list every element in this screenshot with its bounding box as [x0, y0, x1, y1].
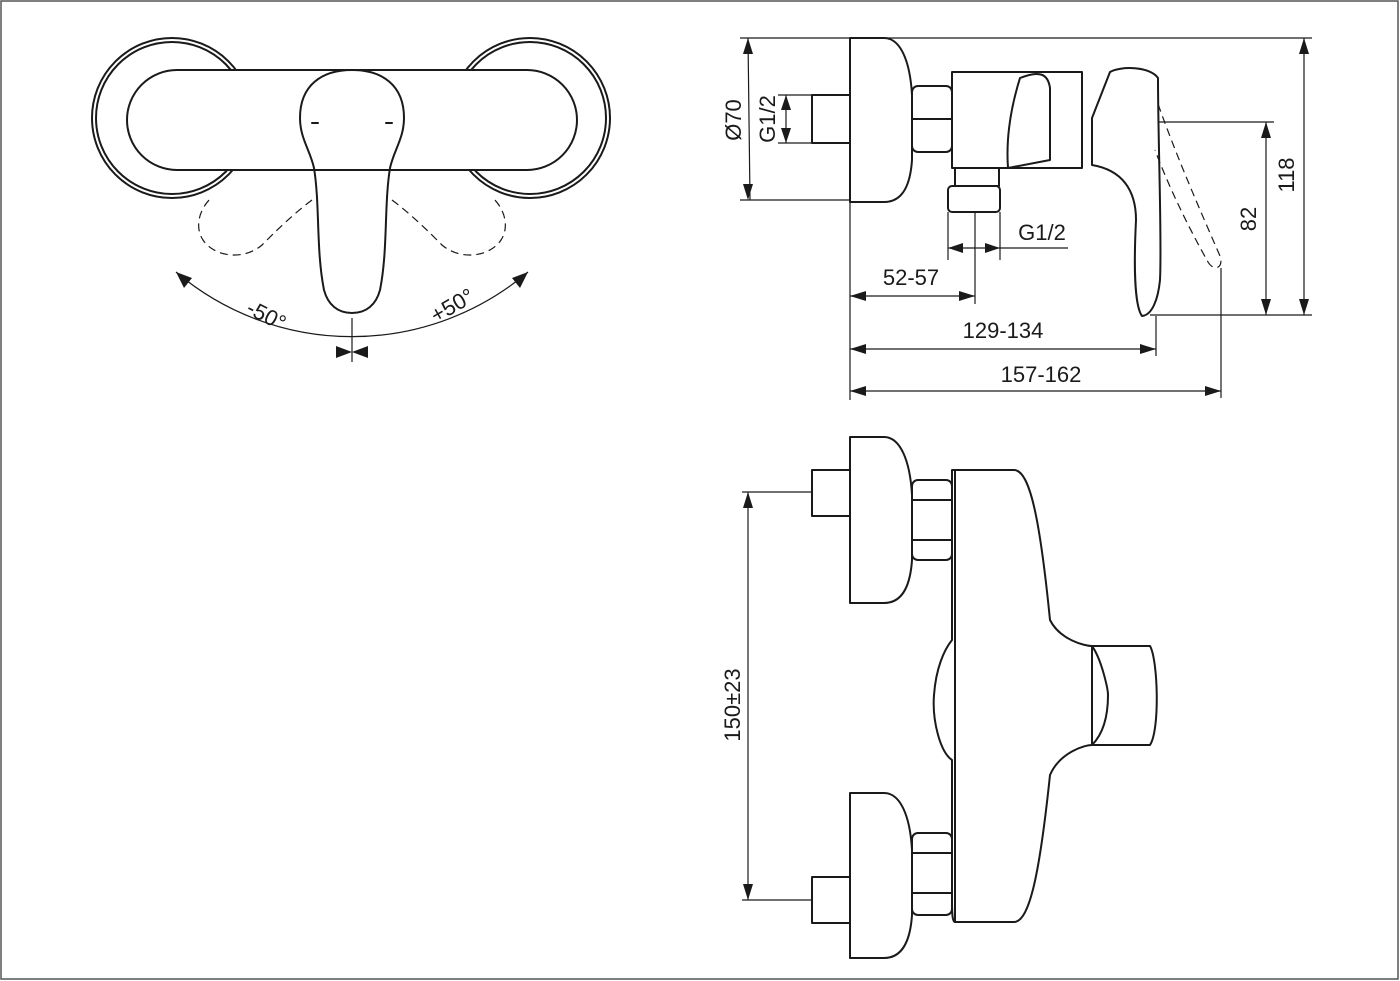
upper-rosette	[849, 436, 913, 604]
angle-right-label: +50°	[426, 283, 478, 328]
outlet-nut	[947, 185, 1001, 213]
lower-inlet-stub	[811, 876, 851, 924]
side-lever	[1091, 67, 1162, 317]
height-lever-label: 82	[1236, 207, 1261, 231]
depth-body-label: 129-134	[963, 318, 1044, 343]
lever-top	[299, 69, 405, 314]
outlet-thread-label: G1/2	[1018, 220, 1066, 245]
angle-left-label: -50°	[243, 295, 291, 336]
height-total-label: 118	[1274, 157, 1299, 192]
side-lever-ghost	[1154, 103, 1222, 269]
top-view: -50° +50°	[91, 37, 611, 362]
angle-arrow-left	[176, 272, 192, 288]
outlet-neck	[954, 167, 1000, 187]
front-view: 150±23	[720, 436, 1158, 959]
side-rosette	[849, 37, 913, 203]
centers-label: 150±23	[720, 668, 745, 741]
front-body	[932, 469, 1093, 923]
inlet-thread-label: G1/2	[755, 95, 780, 143]
lower-rosette	[849, 792, 913, 959]
depth-total-label: 157-162	[1001, 362, 1082, 387]
diameter-label: Ø70	[721, 99, 746, 141]
upper-inlet-stub	[811, 469, 851, 517]
side-view: Ø70 G1/2 G1/2 52-57 129-134 157-162	[721, 37, 1312, 400]
lever-ghost-left	[198, 196, 313, 256]
offset-label: 52-57	[883, 265, 939, 290]
lever-ghost-right	[391, 196, 506, 256]
upper-nut	[911, 479, 953, 561]
inlet-stub	[811, 94, 851, 144]
lower-nut	[911, 832, 953, 916]
mixer-body-top	[126, 69, 578, 171]
front-lever	[1091, 645, 1158, 746]
side-body	[951, 71, 1083, 169]
